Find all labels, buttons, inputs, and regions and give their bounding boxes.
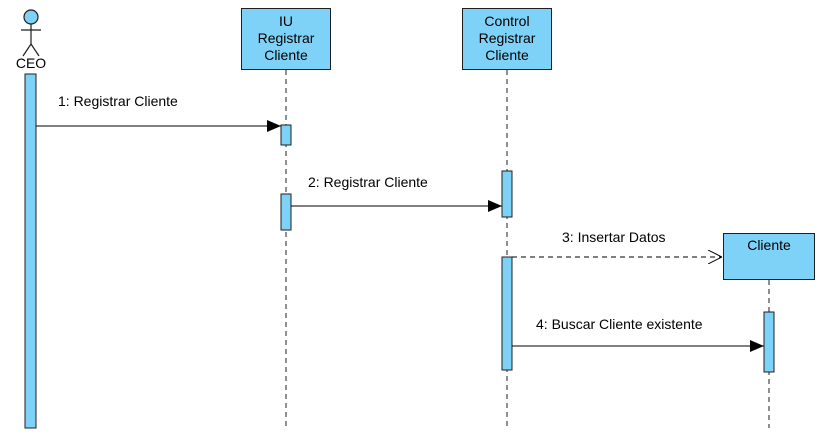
lifeline-box-control-registrar-cliente: Control Registrar Cliente bbox=[462, 8, 552, 70]
lifeline-box-line: Registrar bbox=[478, 30, 536, 46]
activation-cliente bbox=[763, 311, 775, 373]
lifeline-box-line: Registrar bbox=[257, 30, 315, 46]
lifeline-box-iu-registrar-cliente: IU Registrar Cliente bbox=[241, 8, 331, 70]
actor-icon bbox=[21, 9, 41, 57]
activation-control-2 bbox=[501, 256, 513, 371]
activation-iu-2 bbox=[280, 193, 292, 231]
lifeline-box-line: Cliente bbox=[264, 47, 308, 63]
message-2-label: 2: Registrar Cliente bbox=[308, 174, 428, 190]
activation-control-1 bbox=[501, 170, 513, 218]
actor-activation-bar bbox=[24, 73, 37, 429]
lifeline-box-line: Cliente bbox=[747, 237, 791, 253]
activation-iu-1 bbox=[280, 124, 292, 146]
message-4-label: 4: Buscar Cliente existente bbox=[536, 316, 703, 332]
lifeline-box-line: Cliente bbox=[485, 47, 529, 63]
actor-label: CEO bbox=[15, 55, 47, 71]
lifeline-box-line: IU bbox=[279, 13, 293, 29]
message-1-label: 1: Registrar Cliente bbox=[58, 93, 178, 109]
lifeline-box-line: Control bbox=[484, 13, 530, 29]
message-3-label: 3: Insertar Datos bbox=[562, 229, 666, 245]
lifeline-box-cliente: Cliente bbox=[723, 233, 815, 280]
